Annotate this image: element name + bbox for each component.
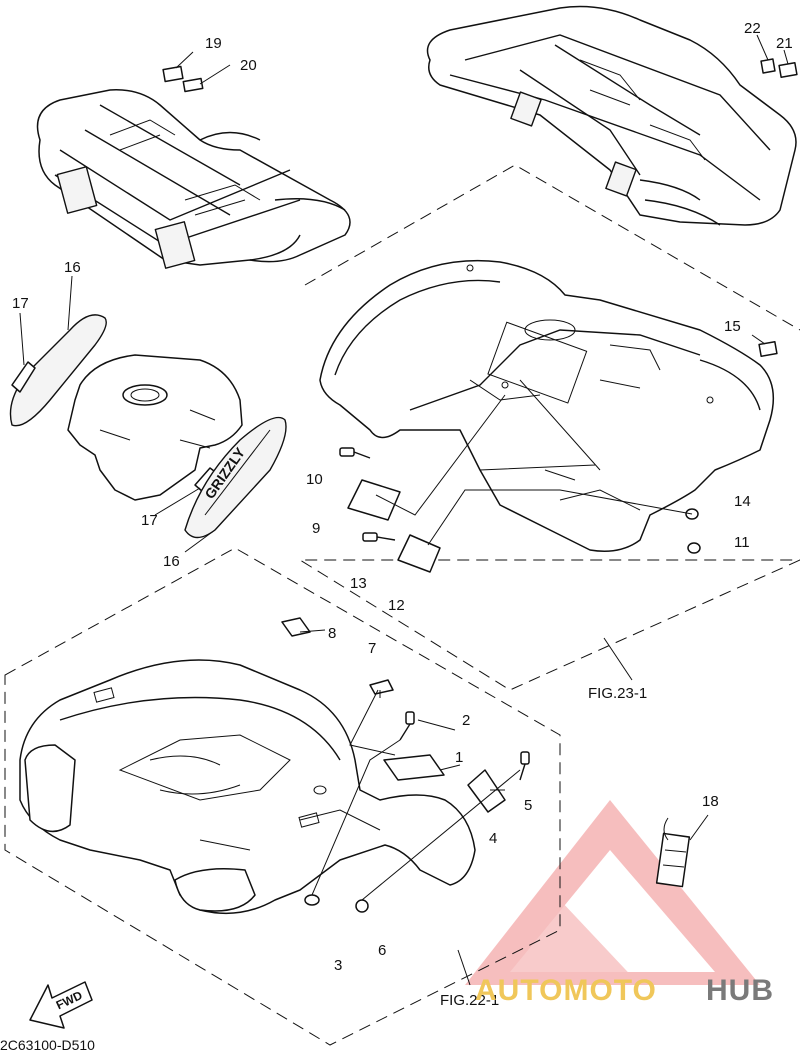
callout-12: 12 bbox=[388, 597, 405, 614]
callout-14: 14 bbox=[734, 493, 751, 510]
part-13-fastener bbox=[362, 532, 396, 542]
callout-2: 2 bbox=[462, 712, 470, 729]
callout-10: 10 bbox=[306, 471, 323, 488]
part-12-panel bbox=[397, 534, 441, 573]
callout-1: 1 bbox=[455, 749, 463, 766]
callout-19: 19 bbox=[205, 35, 222, 52]
part-10-fastener bbox=[339, 447, 371, 459]
callout-3: 3 bbox=[334, 957, 342, 974]
callout-7: 7 bbox=[368, 640, 376, 657]
rear-carrier-rack bbox=[426, 5, 797, 226]
callout-21: 21 bbox=[776, 35, 793, 52]
callout-17-top: 17 bbox=[12, 295, 29, 312]
callout-8: 8 bbox=[328, 625, 336, 642]
part-1-panel bbox=[383, 754, 445, 781]
part-20-decal bbox=[182, 77, 204, 93]
front-fender bbox=[19, 659, 476, 915]
callout-18: 18 bbox=[702, 793, 719, 810]
fig23-reference: FIG.23-1 bbox=[588, 685, 647, 702]
callout-20: 20 bbox=[240, 57, 257, 74]
watermark-text-hub: HUB bbox=[706, 974, 774, 1007]
fwd-arrow-icon bbox=[29, 981, 93, 1029]
callout-5: 5 bbox=[524, 797, 532, 814]
part-7-decal bbox=[369, 679, 394, 695]
part-21-decal bbox=[778, 61, 798, 79]
callout-4: 4 bbox=[489, 830, 497, 847]
part-15-decal bbox=[758, 340, 778, 358]
tank-cover-assembly: GRIZZLY bbox=[9, 314, 287, 539]
callout-17-bottom: 17 bbox=[141, 512, 158, 529]
callout-15: 15 bbox=[724, 318, 741, 335]
part-19-decal bbox=[162, 65, 184, 83]
callout-6: 6 bbox=[378, 942, 386, 959]
callout-13: 13 bbox=[350, 575, 367, 592]
drawing-code: 2C63100-D510 bbox=[0, 1037, 95, 1053]
part-22-decal bbox=[760, 58, 776, 74]
part-18-label bbox=[655, 814, 709, 888]
part-9-panel bbox=[347, 479, 401, 521]
part-2-fastener bbox=[399, 711, 415, 741]
fig22-reference: FIG.22-1 bbox=[440, 992, 499, 1009]
callout-22: 22 bbox=[744, 20, 761, 37]
part-3-grommet bbox=[304, 894, 320, 906]
fig22-assembly-box bbox=[4, 547, 561, 1046]
part-8-decal bbox=[281, 617, 311, 637]
watermark-text-automoto: AUTOMOTO bbox=[475, 974, 657, 1007]
part-6-grommet bbox=[355, 899, 369, 913]
callout-16-bottom: 16 bbox=[163, 553, 180, 570]
callout-9: 9 bbox=[312, 520, 320, 537]
callout-11: 11 bbox=[734, 534, 750, 551]
fig23-assembly-box bbox=[298, 164, 800, 691]
part-5-fastener bbox=[519, 751, 530, 781]
rear-fender bbox=[319, 259, 775, 552]
part-4-panel bbox=[467, 769, 506, 813]
part-11-grommet bbox=[687, 542, 701, 554]
callout-16-top: 16 bbox=[64, 259, 81, 276]
automotohub-logo-icon bbox=[465, 800, 760, 985]
front-carrier-rack bbox=[36, 89, 351, 269]
